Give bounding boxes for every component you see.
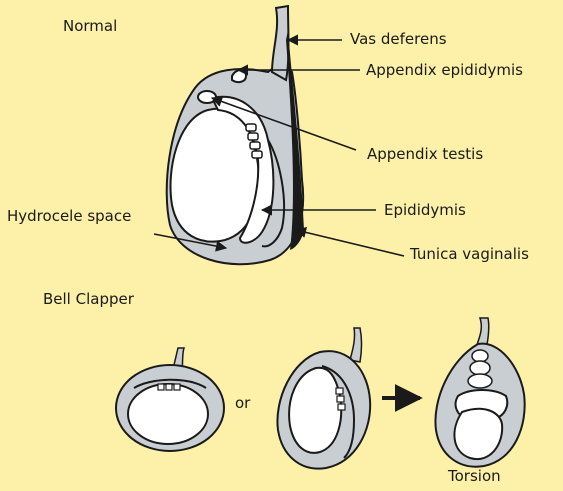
appendix-testis-label: Appendix testis <box>367 145 483 163</box>
bell-clapper-horizontal <box>116 348 224 451</box>
appendix-epididymis-label: Appendix epididymis <box>366 61 523 79</box>
arrow-tunica-vaginalis <box>296 230 404 256</box>
appendix-testis <box>198 91 216 103</box>
torsion-anatomy <box>435 318 524 467</box>
bell-clapper-vertical <box>277 328 370 469</box>
appendix-epididymis <box>232 70 246 82</box>
normal-label: Normal <box>63 17 117 35</box>
epididymis-label: Epididymis <box>384 201 466 219</box>
tunica-vaginalis-label: Tunica vaginalis <box>410 245 529 263</box>
hydrocele-space-label: Hydrocele space <box>7 207 131 225</box>
normal-anatomy <box>167 6 304 264</box>
torsion-label: Torsion <box>448 467 501 485</box>
bell-clapper-label: Bell Clapper <box>43 290 134 308</box>
vas-deferens-label: Vas deferens <box>350 30 447 48</box>
vas-deferens <box>272 6 289 80</box>
or-label: or <box>235 394 250 412</box>
